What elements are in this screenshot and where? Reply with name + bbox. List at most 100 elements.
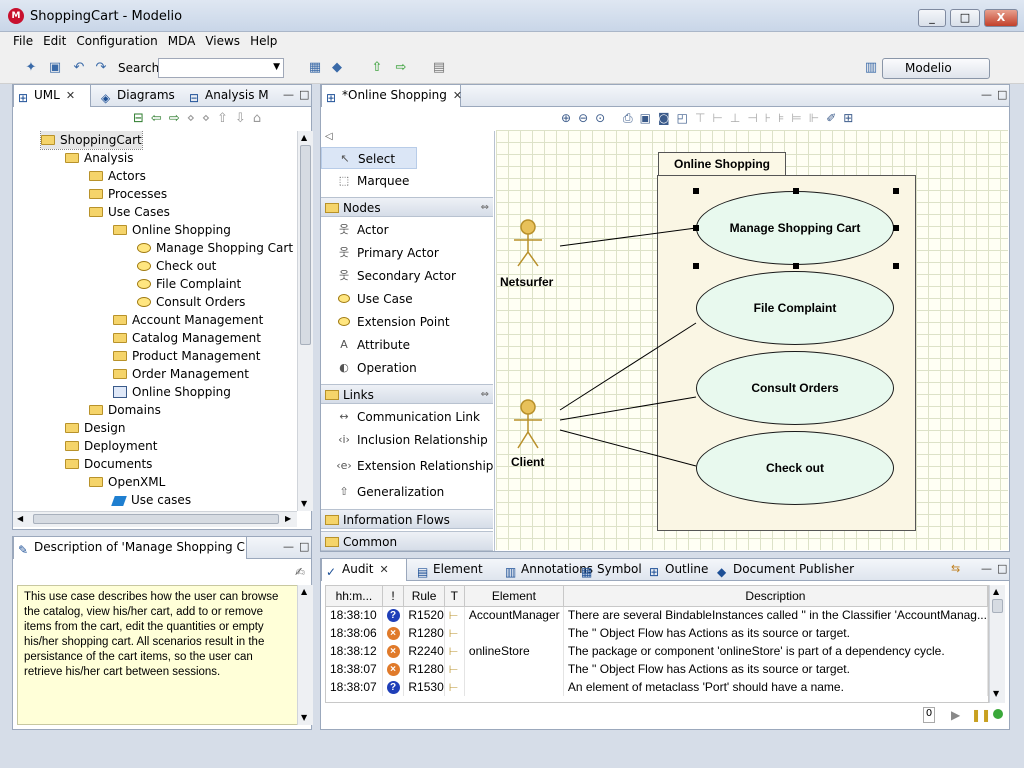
back-icon[interactable]: ⇦ [150,111,169,126]
maximize-view-icon[interactable]: □ [299,88,310,101]
close-button[interactable]: X [984,9,1018,27]
audit-row[interactable]: 18:38:07×R1280⊢The '' Object Flow has Ac… [326,660,988,678]
tree-item[interactable]: Catalog Management [113,329,261,347]
model-icon[interactable]: ◆ [332,60,342,75]
maximize-view-icon[interactable]: □ [299,540,310,553]
col-time[interactable]: hh:m... [326,586,383,607]
audit-row[interactable]: 18:38:06×R1280⊢The '' Object Flow has Ac… [326,624,988,642]
export-icon[interactable]: ⇨ [395,60,407,75]
audit-row[interactable]: 18:38:07?R1530⊢An element of metaclass '… [326,678,988,696]
palette-use-case[interactable]: Use Case [321,288,491,310]
zoom-fit-icon[interactable]: ⊙ [595,111,613,125]
tab-diagrams[interactable]: ◈Diagrams [97,85,189,107]
audit-scrollbar[interactable]: ▲ ▼ [989,585,1005,703]
new-project-icon[interactable]: ✦ [25,60,37,75]
tree-item[interactable]: Consult Orders [137,293,245,311]
scroll-up-icon[interactable]: ▲ [993,587,1000,596]
align-icons[interactable]: ⊤⊢⊥⊣⊦⊧⊨⊩ [694,111,827,125]
select-icon[interactable]: ◰ [676,111,695,125]
selection-handle[interactable] [893,263,899,269]
tree-item[interactable]: Manage Shopping Cart [137,239,293,257]
diagram-canvas[interactable]: Online Shopping [496,130,1008,550]
sync-icon[interactable]: ⇆ [951,562,961,575]
tree-item[interactable]: Analysis [65,149,133,167]
palette-drawer-links[interactable]: Links⇔ [321,384,493,404]
selection-handle[interactable] [693,263,699,269]
palette-collapse-icon[interactable]: ◁ [325,131,333,142]
minimize-view-icon[interactable]: — [283,88,294,101]
tree-item[interactable]: Online Shopping [113,221,231,239]
tree-item[interactable]: File Complaint [137,275,241,293]
diagram-tools-icon[interactable]: ▦ [308,60,322,75]
minimize-button[interactable]: _ [918,9,946,27]
palette-communication-link[interactable]: ↔Communication Link [321,406,491,428]
down-icon[interactable]: ⇩ [234,111,253,126]
collapse-all-icon[interactable]: ⊟ [133,111,151,126]
tree-item[interactable]: Check out [137,257,216,275]
palette-drawer-nodes[interactable]: Nodes⇔ [321,197,493,217]
maximize-button[interactable]: □ [950,9,980,27]
tree-item[interactable]: Deployment [65,437,157,455]
tree-item[interactable]: ShoppingCart [40,131,143,150]
save-icon[interactable]: ▣ [48,60,62,75]
tree-item[interactable]: Online Shopping [113,383,231,401]
redo-icon[interactable]: ↷ [95,60,107,75]
tab-uml[interactable]: ⊞UML✕ [13,85,91,107]
menu-edit[interactable]: Edit [43,34,67,48]
col-rule[interactable]: Rule [403,586,445,607]
tab-document-publisher[interactable]: ◆Document Publisher [713,559,854,581]
style-brush-icon[interactable]: ✐ [826,111,844,125]
menu-help[interactable]: Help [250,34,278,48]
tab-online-shopping[interactable]: ⊞*Online Shopping✕ [321,85,462,107]
play-icon[interactable]: ▶ [951,708,961,722]
tab-annotations[interactable]: ▥Annotations [501,559,601,581]
col-description[interactable]: Description [563,586,988,607]
close-tab-icon[interactable]: ✕ [379,563,389,576]
selection-handle[interactable] [693,188,699,194]
actor-label-client[interactable]: Client [511,455,545,469]
maximize-view-icon[interactable]: □ [997,88,1008,101]
audit-scroll-thumb[interactable] [992,599,1003,613]
tab-symbol[interactable]: ▦Symbol [577,559,647,581]
usecase-file-complaint[interactable]: File Complaint [696,271,894,345]
chevron-down-icon[interactable]: ▼ [273,62,280,72]
menu-file[interactable]: File [13,34,34,48]
description-scrollbar[interactable]: ▲ ▼ [297,585,313,725]
tree-item[interactable]: OpenXML [89,473,165,491]
scroll-down-icon[interactable]: ▼ [301,499,308,508]
tab-outline[interactable]: ⊞Outline [645,559,715,581]
undo-icon[interactable]: ↶ [73,60,85,75]
camera-icon[interactable]: ◙ [657,111,677,125]
minimize-view-icon[interactable]: — [981,562,992,575]
zoom-in-icon[interactable]: ⊕ [561,111,579,125]
menu-configuration[interactable]: Configuration [76,34,158,48]
palette-select[interactable]: ↖Select [321,147,417,169]
pin-icon[interactable]: ⇔ [480,202,489,213]
actor-label-netsurfer[interactable]: Netsurfer [500,275,554,289]
tree-scroll-thumb[interactable] [300,145,311,345]
import-icon[interactable]: ⇧ [371,60,383,75]
maximize-view-icon[interactable]: □ [997,562,1008,575]
palette-extension[interactable]: ‹e›Extension Relationship [321,455,493,477]
tree-item[interactable]: Domains [89,401,161,419]
tree-horizontal-scrollbar[interactable]: ◀ ▶ [13,511,297,527]
menu-views[interactable]: Views [205,34,241,48]
tree-item[interactable]: Use Cases [89,203,170,221]
perspective-button[interactable]: Modelio pers... [882,58,990,94]
palette-drawer-common[interactable]: Common [321,531,493,551]
palette-marquee[interactable]: ⬚Marquee [321,170,491,192]
open-perspective-icon[interactable]: ▥ [864,60,878,75]
pause-icon[interactable]: ❚❚ [971,708,992,722]
tree-item[interactable]: Order Management [113,365,249,383]
scroll-down-icon[interactable]: ▼ [993,689,1000,698]
menu-mda[interactable]: MDA [167,34,196,48]
col-severity[interactable]: ! [382,586,405,607]
tree-item[interactable]: Documents [65,455,152,473]
tree-item[interactable]: Product Management [113,347,260,365]
palette-inclusion[interactable]: ‹i›Inclusion Relationship [321,429,491,451]
usecase-manage-shopping-cart[interactable]: Manage Shopping Cart [696,191,894,265]
link-icon[interactable]: ⋄ [186,111,202,126]
usecase-consult-orders[interactable]: Consult Orders [696,351,894,425]
selection-handle[interactable] [693,225,699,231]
